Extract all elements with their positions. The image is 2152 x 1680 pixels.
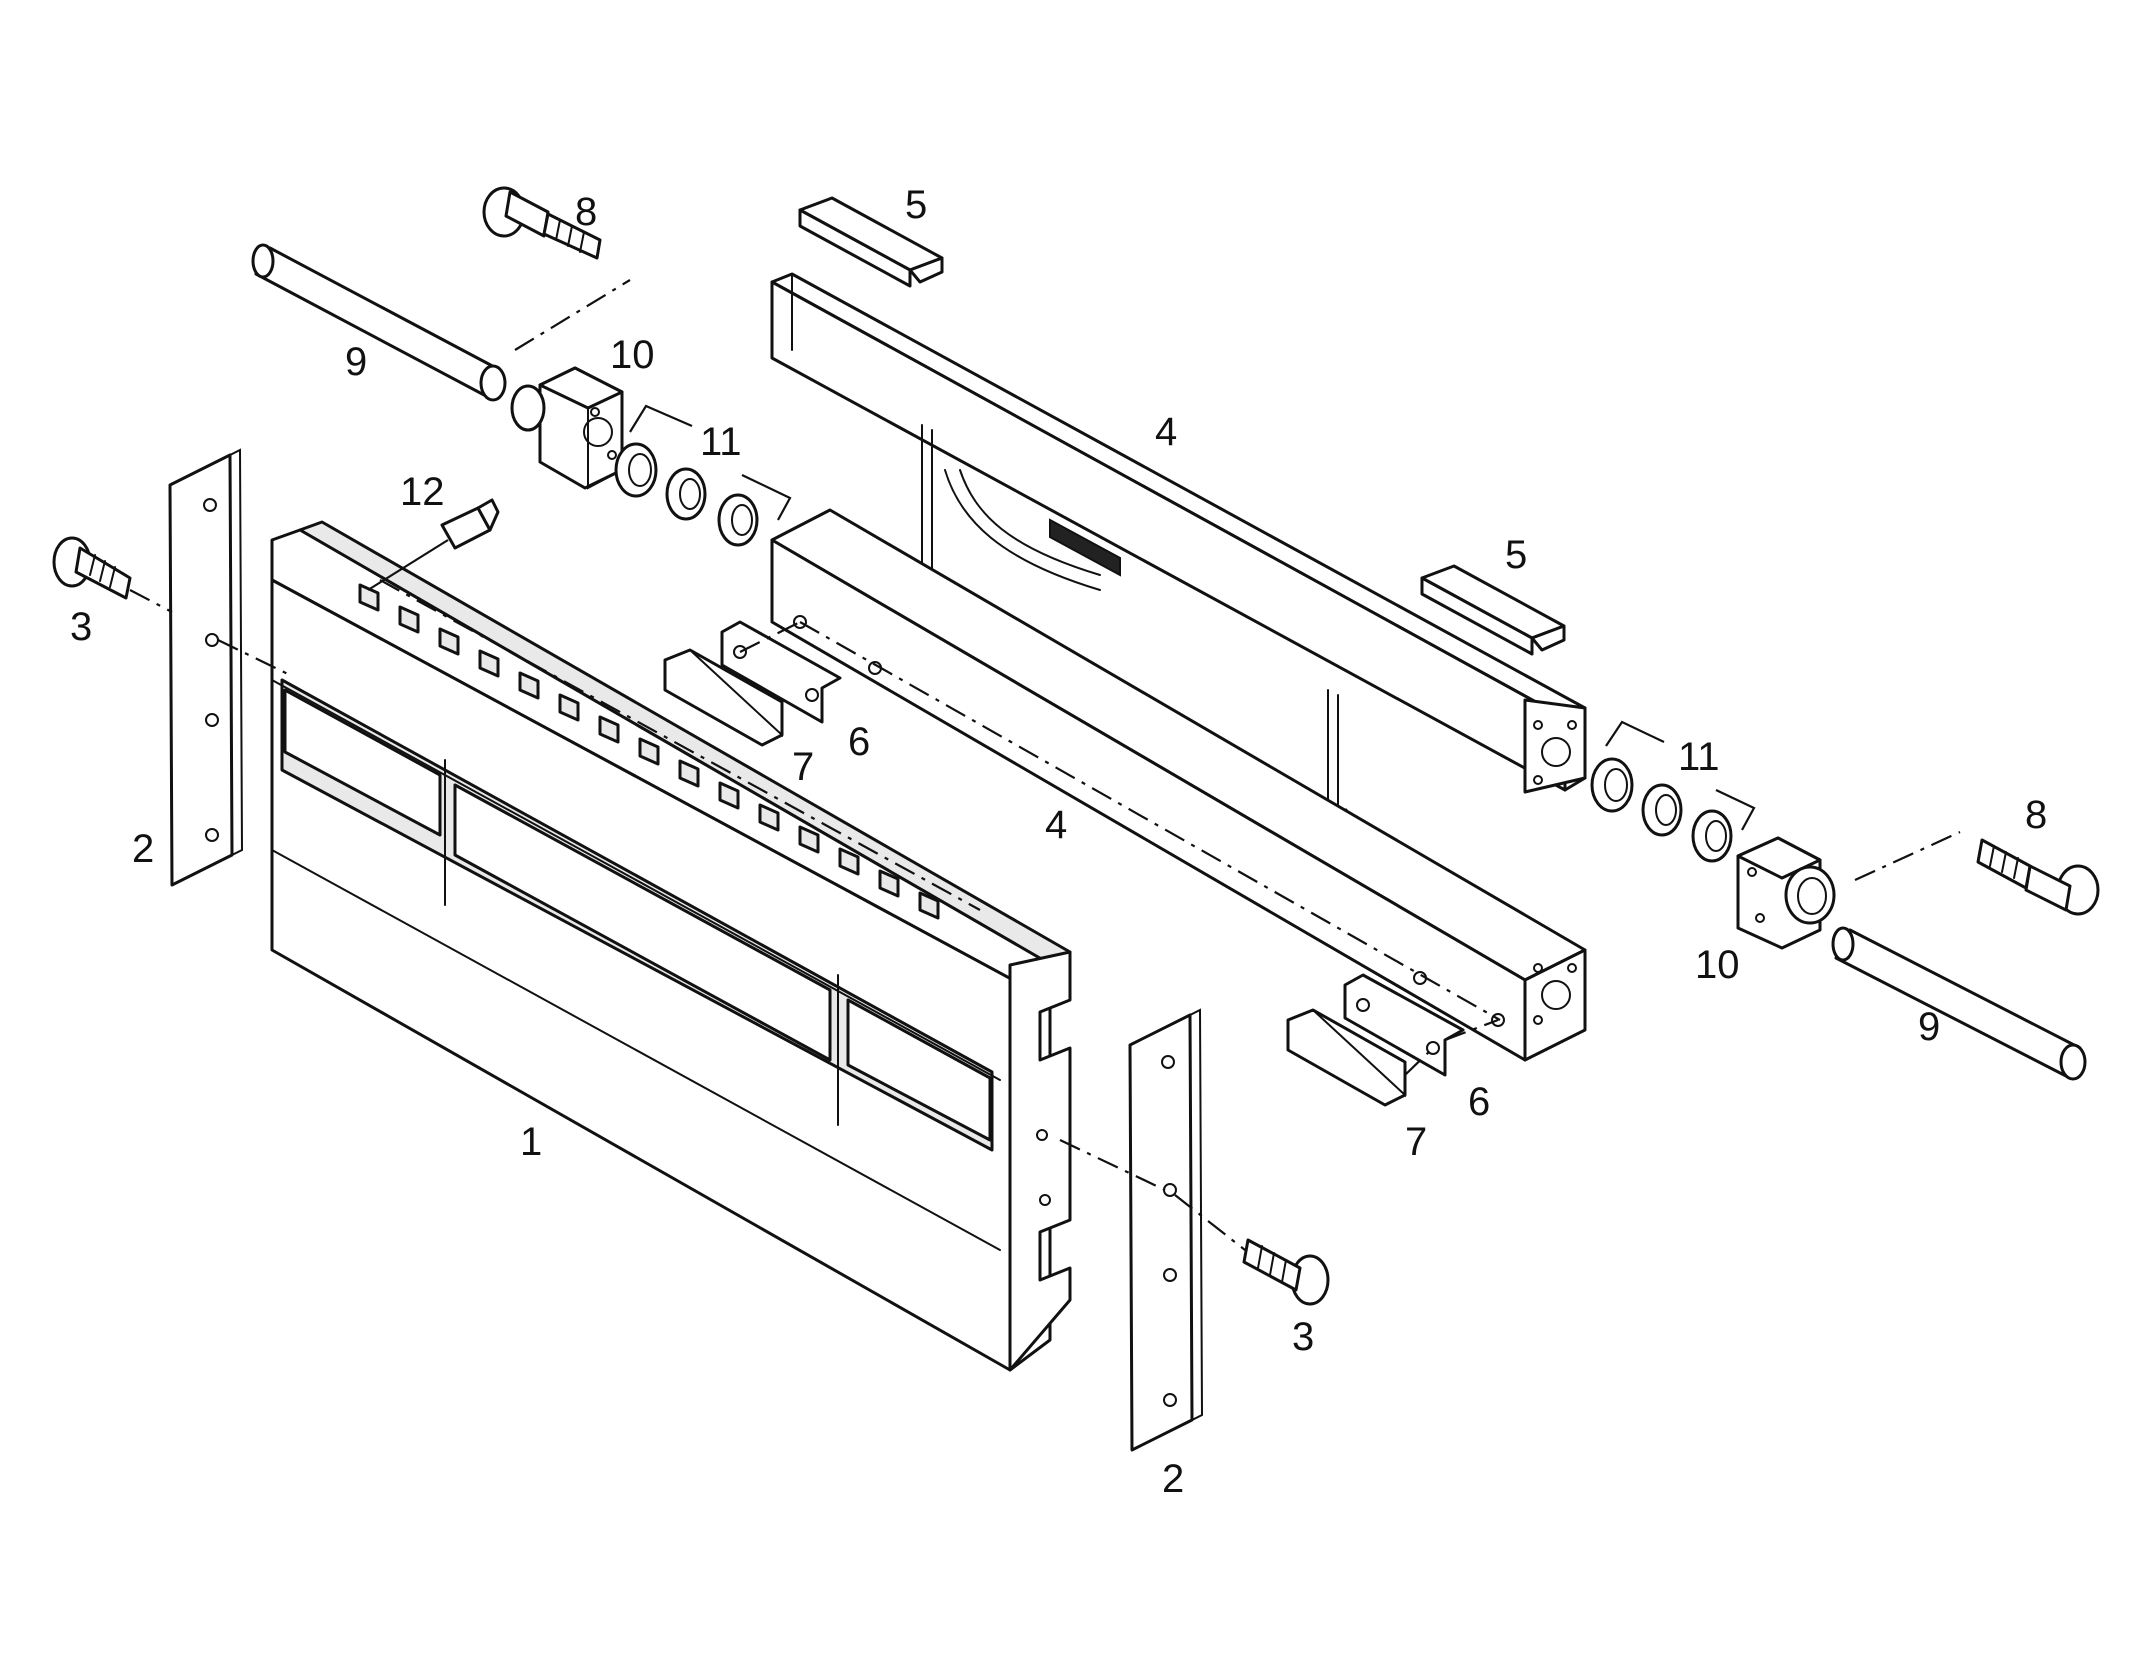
callout-6-right: 6	[1468, 1080, 1490, 1124]
side-plate-right-part-2	[1059, 1008, 1204, 1452]
callout-8-right: 8	[2025, 793, 2047, 837]
plate-right-part-6	[1343, 973, 1499, 1077]
callout-7-left: 7	[792, 745, 814, 789]
callout-6-left: 6	[848, 720, 870, 764]
callout-10-left: 10	[610, 333, 655, 377]
rod-left-part-9	[251, 243, 507, 402]
callout-12: 12	[400, 470, 445, 514]
callout-7-right: 7	[1405, 1120, 1427, 1164]
callout-4-upper: 4	[1155, 410, 1177, 454]
clip-left-part-5	[798, 196, 944, 288]
callout-9-right: 9	[1918, 1005, 1940, 1049]
callout-10-right: 10	[1695, 943, 1740, 987]
callout-labels: 1 2 2 3 3 4 4 5 5 6 6 7 7 8 8 9 9 10 10 …	[70, 183, 2047, 1501]
cover-right-part-7	[1286, 1008, 1434, 1107]
comb-teeth	[358, 583, 940, 920]
callout-5-left: 5	[905, 183, 927, 227]
callout-5-right: 5	[1505, 533, 1527, 577]
cover-left-part-7	[663, 648, 784, 747]
callout-2-right: 2	[1162, 1457, 1184, 1501]
callout-4-lower: 4	[1045, 803, 1067, 847]
callout-11-right: 11	[1678, 735, 1720, 779]
bearing-block-right-part-10	[1736, 836, 1836, 950]
bearing-block-left-part-10	[510, 366, 624, 490]
plate-left-part-6	[720, 620, 842, 724]
callout-2-left: 2	[132, 827, 154, 871]
grease-nipple-part-12	[367, 498, 500, 591]
beam-lower-part-4	[770, 508, 1587, 1062]
callout-1: 1	[520, 1120, 542, 1164]
screw-right-part-3	[1174, 1194, 1330, 1306]
screw-left-part-3	[52, 536, 173, 613]
side-plate-left-part-2	[168, 448, 291, 887]
rod-right-part-9	[1831, 926, 2087, 1081]
seals-right-part-11	[1590, 720, 1756, 863]
callout-11-left: 11	[700, 420, 742, 464]
cap-screw-right-part-8	[1854, 830, 2100, 916]
cap-screw-left-part-8	[482, 186, 631, 351]
callout-3-left: 3	[70, 605, 92, 649]
clip-right-part-5	[1420, 564, 1566, 656]
callout-8-left: 8	[575, 190, 597, 234]
callout-3-right: 3	[1292, 1315, 1314, 1359]
beam-upper-part-4	[770, 272, 1587, 828]
callout-9-left: 9	[345, 340, 367, 384]
main-frame-part-1	[270, 520, 1072, 1372]
seals-left-part-11	[614, 404, 792, 547]
